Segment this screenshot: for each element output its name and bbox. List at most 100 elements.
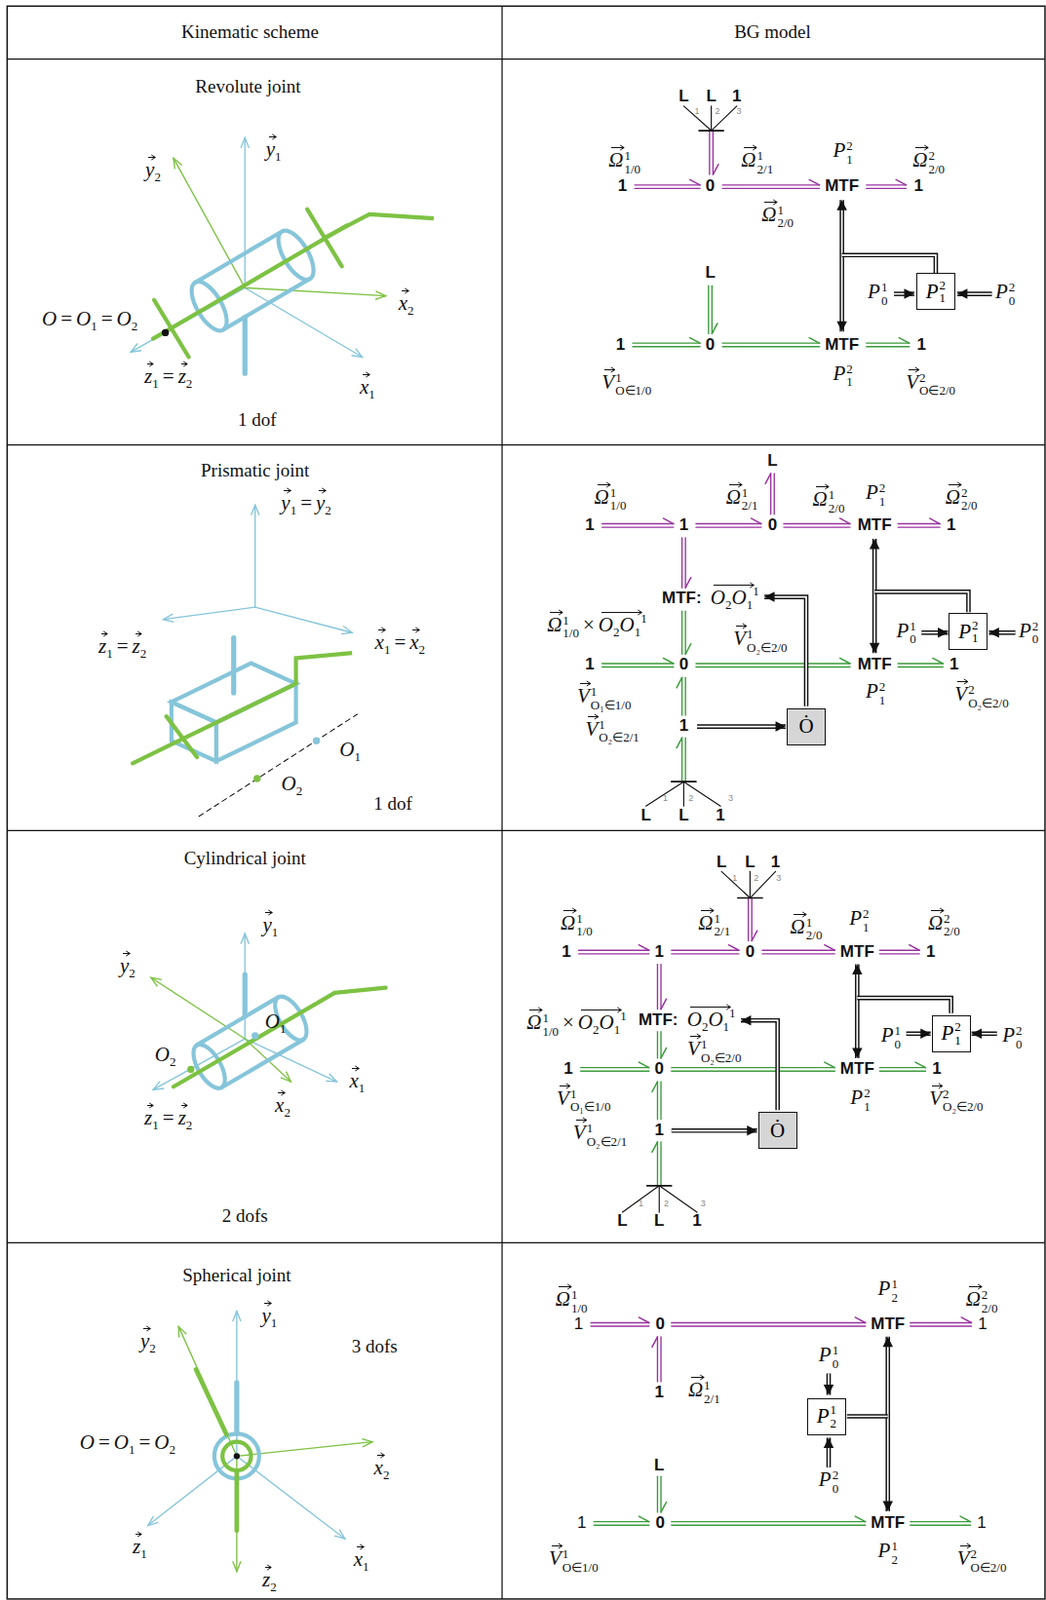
subscript: 1 [723,1019,731,1035]
vector-group: Ω [555,1283,571,1311]
subscript: 2 [149,1341,156,1356]
index: 2 [846,362,853,377]
index-stack: 10 [909,619,917,647]
bond-harpoon [638,1317,649,1324]
math-label: V1O₂∈2/0 [687,1033,741,1065]
fan-line [658,1186,698,1213]
math-label: P12 [878,1278,898,1305]
subscript: 1 [362,1559,370,1575]
bond-graph-element: 1 [679,516,689,536]
bond-line [866,346,910,348]
bond-line [684,538,686,588]
vector-group: Ω [608,144,623,171]
index: 2/1 [741,499,759,513]
bond-harpoon [676,737,683,748]
bond-line [681,677,683,716]
bond-graph-element: 1 [771,853,780,873]
subscript: 1 [152,376,159,391]
fan-line [683,106,711,131]
bond-graph-element: 1 [561,943,571,963]
label-text: 2 [753,873,759,884]
fan-line [683,781,721,807]
fan-bar [737,897,763,900]
bond-harpoon [895,179,906,186]
index: 2 [928,149,945,163]
index: 2/0 [981,1302,999,1317]
bond-graph-element: 1 [577,1514,586,1534]
ball-stem [234,1472,240,1532]
bond-graph-element: MTF: [661,589,702,609]
port-index: 1 [732,874,737,885]
column-heading: BG model [734,22,812,43]
index: 2 [971,619,979,633]
bond-graph-element: 1 [949,656,959,675]
bond-harpoon [750,518,761,525]
label-text: 1 [694,106,699,117]
bond-harpoon [690,338,700,345]
axis-arrowhead [251,504,260,515]
bond-harpoon [685,578,692,588]
index: 2 [968,683,1009,698]
bond-line [657,1142,659,1187]
math-symbol: O [76,307,91,331]
bond-harpoon [824,1062,835,1069]
bond-harpoon [961,1317,971,1324]
label-text: 0 [745,942,755,962]
math-symbol: x [398,291,408,315]
math-symbol: Ω [594,485,610,509]
axis-line [173,157,245,288]
math-label: Ω22/0 [945,481,978,513]
index-stack: 1O₁∈1/0 [590,685,632,712]
label-text: 3 [775,873,781,884]
vector-group: V [577,680,590,707]
math-symbol: x [409,630,419,655]
bond-line [762,950,835,952]
subscript: 2 [725,597,733,613]
index-stack: 21 [954,1020,962,1047]
subscript: 1 [274,149,282,164]
bond-graph-element: 1 [679,717,689,737]
math-label: P21 [865,481,886,508]
slide-axis [198,714,357,817]
math-label: V1O₂∈2/1 [573,1117,627,1149]
bond-line [590,1325,650,1327]
port-index: 1 [638,1200,644,1210]
vector-group: V [687,1033,700,1060]
signal-arrowhead [740,1015,751,1026]
vector-group: z [98,630,107,658]
math-label: Ω12/0 [761,198,794,231]
math-symbol: Ω [790,915,806,939]
index: 1 [598,718,640,733]
index-stack: 22/0 [928,149,945,176]
vector-group: z [132,630,141,658]
bond-line [602,523,674,525]
bond-line [708,130,710,175]
bond-line [671,1521,866,1523]
port-index: 2 [714,107,720,117]
index-stack: 1O₂∈2/0 [746,627,788,655]
math-symbol: O [116,307,132,331]
bond-graph-element: MTF [857,516,892,536]
bond-line [632,342,700,344]
math-symbol: y [119,954,129,978]
math-label: P21 [833,139,853,166]
axis-arrowhead [240,137,249,148]
label-text: 1 [976,1513,986,1533]
index: 2 [1032,619,1040,634]
signal-arrowhead [869,643,880,654]
math-label: P20 [1018,619,1039,647]
signal-arrowhead [883,1501,893,1511]
bond-line [879,953,920,955]
vector-group: V [584,713,598,740]
bond-harpoon [638,945,649,952]
bond-harpoon [690,179,700,186]
vector-group: y [280,487,290,514]
subscript: 2 [168,1442,176,1458]
math-symbol: z [178,1106,187,1130]
signal-line [872,539,878,654]
math-symbol: y [140,1329,150,1354]
label-text: Spherical joint [182,1265,291,1286]
signal-arrowhead [903,288,914,299]
index: 1 [714,912,732,927]
signal-line-inner [842,255,936,274]
